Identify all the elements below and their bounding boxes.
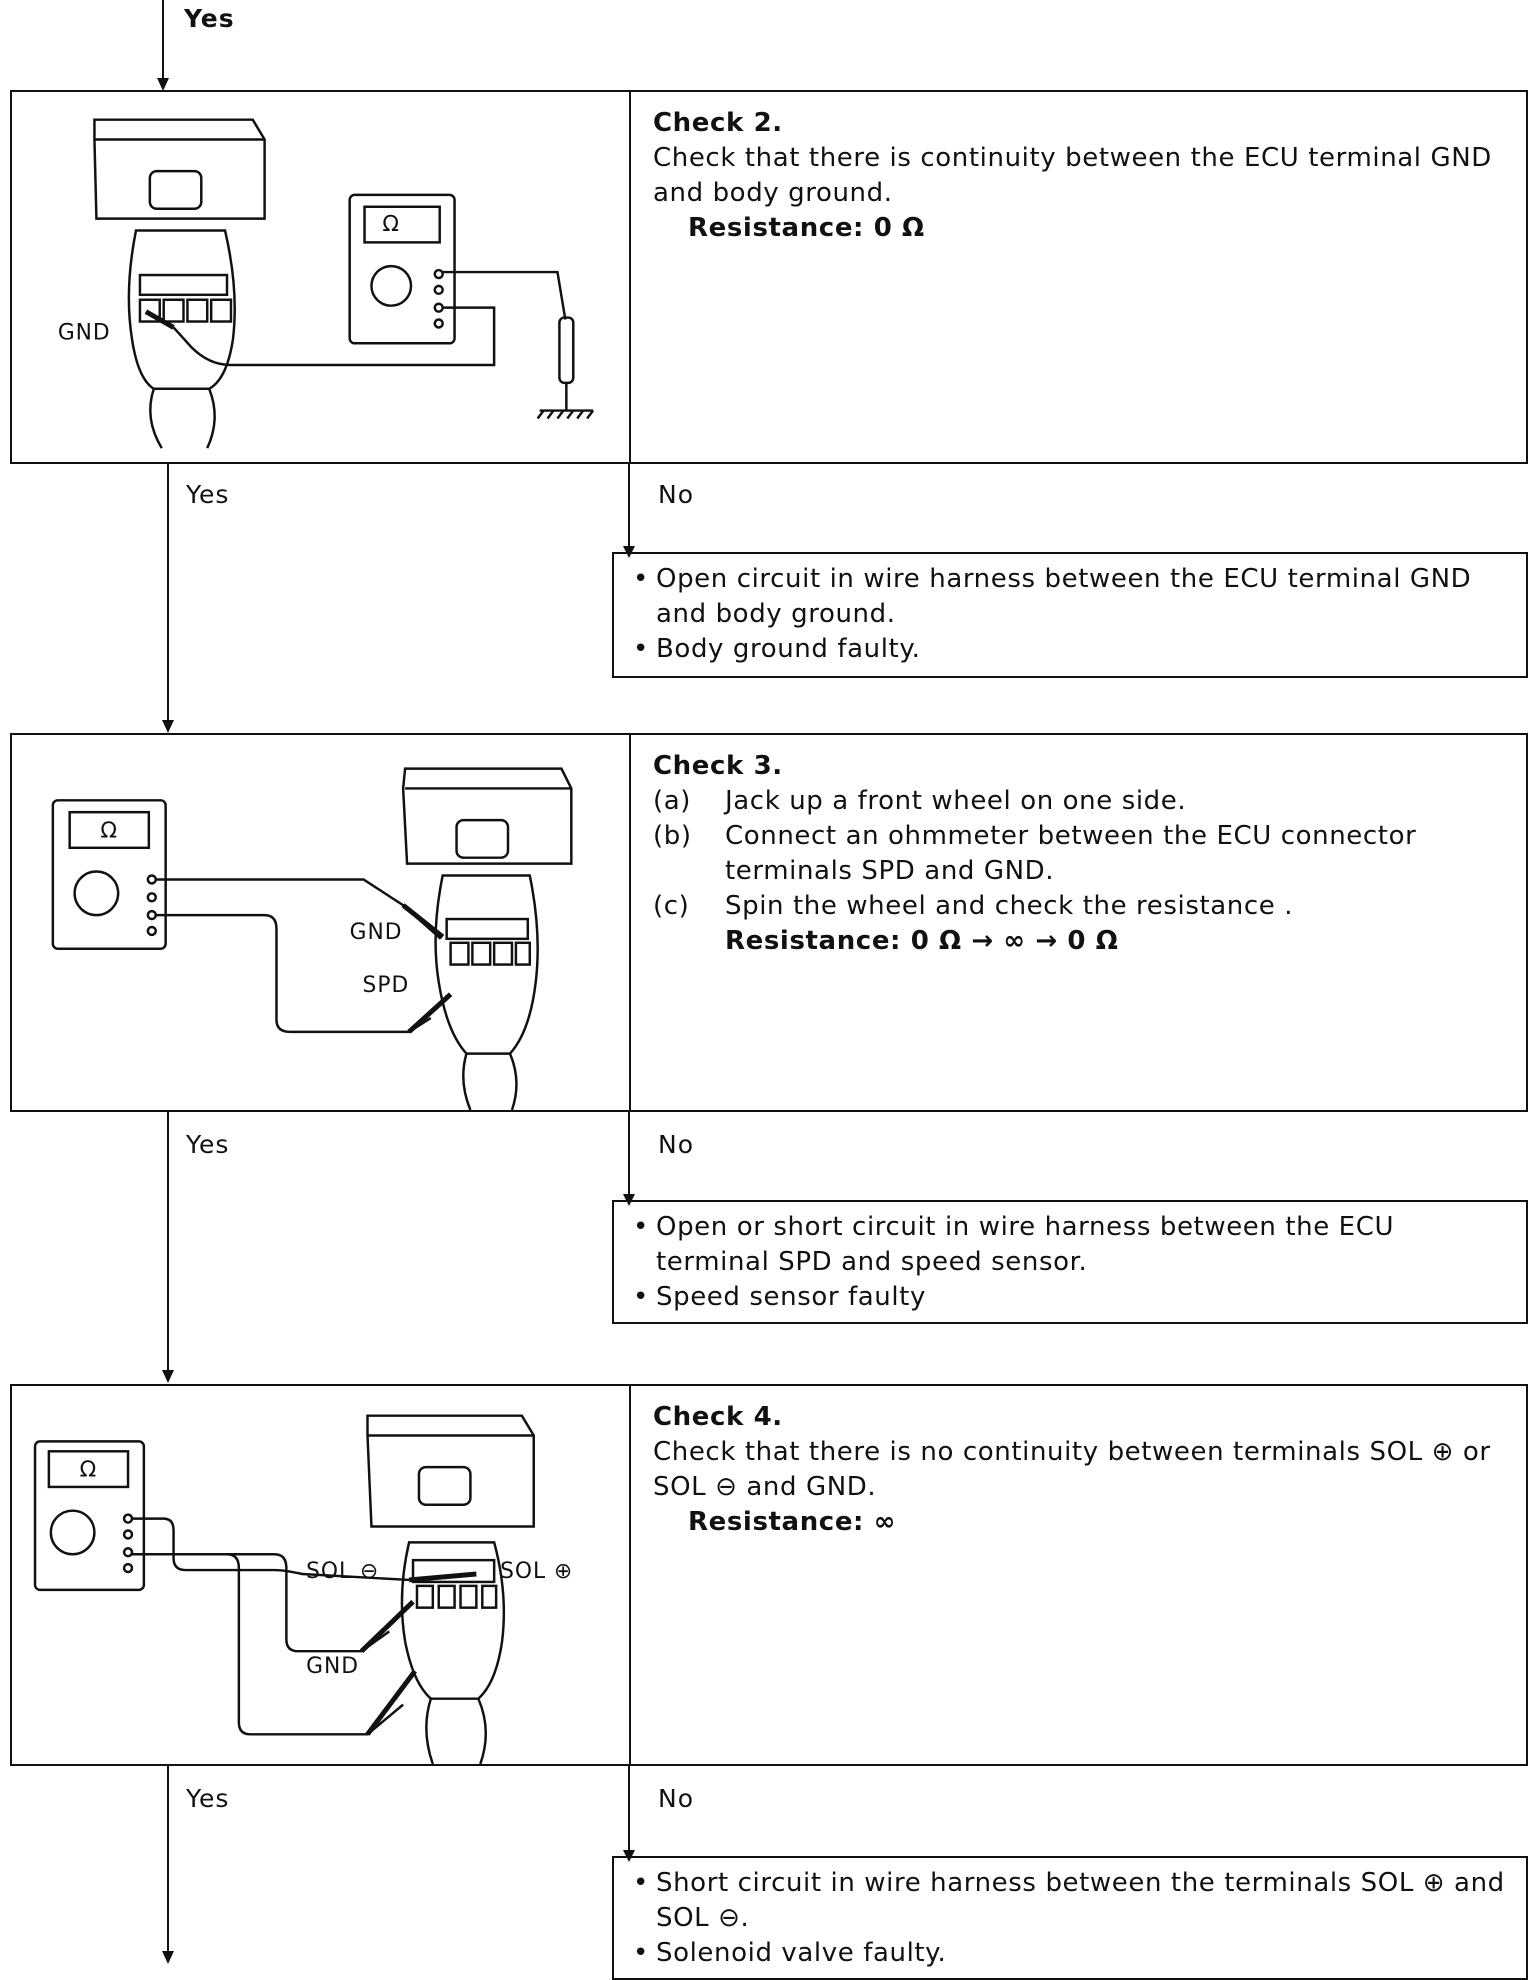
check-2-faults: •Open circuit in wire harness between th… [612, 552, 1528, 678]
check-3-panel: GND SPD Ω Check 3. (a)Jack up a front wh… [10, 733, 1528, 1112]
check-3-step-c: (c)Spin the wheel and check the resistan… [653, 891, 1294, 921]
fault-item: •Open or short circuit in wire harness b… [633, 1212, 1395, 1277]
check-4-no-label: No [658, 1784, 694, 1813]
check-3-no-label: No [658, 1130, 694, 1159]
fault-item: •Speed sensor faulty [633, 1282, 926, 1312]
spd-terminal-label: SPD [363, 973, 410, 998]
check-2-panel: GND Ω Check 2. Check that there is conti… [10, 90, 1528, 464]
ohmmeter-symbol: Ω [382, 212, 400, 237]
check-3-yes-label: Yes [186, 1130, 230, 1159]
check-4-title: Check 4. [653, 1402, 783, 1432]
fault-item: •Body ground faulty. [633, 634, 921, 664]
check-3-wiring-svg: GND SPD Ω [51, 767, 573, 1110]
yes-label-top: Yes [184, 4, 235, 33]
check-3-spec: Resistance: 0 Ω → ∞ → 0 Ω [725, 926, 1119, 956]
check-2-text: Check 2. Check that there is continuity … [629, 92, 1526, 462]
check-2-description: Check that there is continuity between t… [653, 143, 1492, 208]
gnd-terminal-label: GND [58, 320, 111, 345]
check-2-spec: Resistance: 0 Ω [688, 213, 925, 243]
check-3-step-a: (a)Jack up a front wheel on one side. [653, 786, 1187, 816]
gnd-terminal-label: GND [350, 920, 403, 945]
ohmmeter-symbol: Ω [100, 819, 118, 844]
check-2-title: Check 2. [653, 108, 783, 138]
check-4-text: Check 4. Check that there is no continui… [629, 1386, 1526, 1764]
fault-item: •Solenoid valve faulty. [633, 1938, 947, 1968]
check-4-diagram: SOL ⊖ SOL ⊕ GND Ω [12, 1386, 631, 1764]
gnd-terminal-label: GND [306, 1654, 359, 1679]
sol-plus-terminal-label: SOL ⊕ [500, 1559, 573, 1584]
check-2-no-label: No [658, 480, 694, 509]
fault-item: •Short circuit in wire harness between t… [633, 1868, 1505, 1933]
check-2-wiring-svg: GND Ω [58, 118, 595, 449]
check-4-spec: Resistance: ∞ [688, 1507, 896, 1537]
fault-item: •Open circuit in wire harness between th… [633, 564, 1472, 629]
check-3-title: Check 3. [653, 751, 783, 781]
check-3-step-b: (b)Connect an ohmmeter between the ECU c… [653, 821, 1417, 886]
sol-minus-terminal-label: SOL ⊖ [306, 1559, 379, 1584]
check-2-diagram: GND Ω [12, 92, 631, 462]
check-3-text: Check 3. (a)Jack up a front wheel on one… [629, 735, 1526, 1110]
check-4-wiring-svg: SOL ⊖ SOL ⊕ GND Ω [33, 1414, 573, 1764]
check-4-faults: •Short circuit in wire harness between t… [612, 1856, 1528, 1980]
check-4-description: Check that there is no continuity betwee… [653, 1437, 1491, 1502]
check-3-diagram: GND SPD Ω [12, 735, 631, 1110]
check-4-yes-label: Yes [186, 1784, 230, 1813]
check-4-panel: SOL ⊖ SOL ⊕ GND Ω Check 4. Check that th… [10, 1384, 1528, 1766]
check-2-yes-label: Yes [186, 480, 230, 509]
ohmmeter-symbol: Ω [80, 1458, 98, 1483]
check-3-faults: •Open or short circuit in wire harness b… [612, 1200, 1528, 1324]
